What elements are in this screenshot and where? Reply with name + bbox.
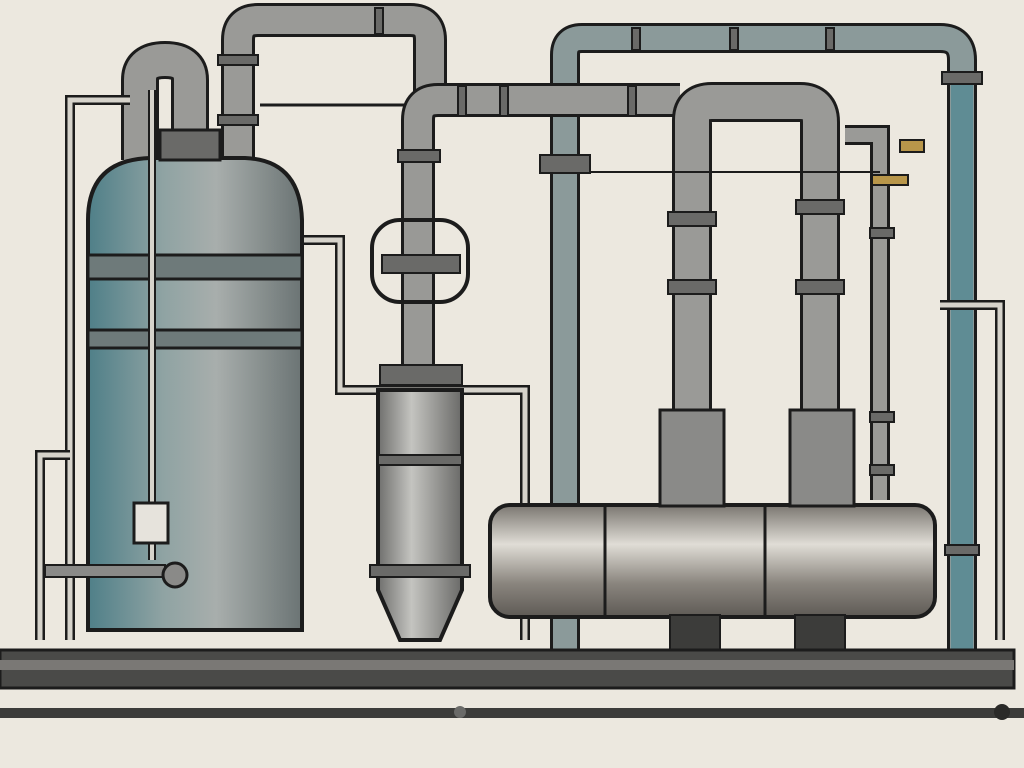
valve-assembly — [370, 218, 470, 304]
heat-exchanger-drum — [488, 408, 937, 651]
separator-vessel — [369, 364, 471, 642]
storage-tank — [44, 90, 304, 632]
pipe-flanges — [217, 7, 983, 556]
floor-base — [0, 648, 1024, 720]
overhead-pipes — [35, 3, 1005, 650]
